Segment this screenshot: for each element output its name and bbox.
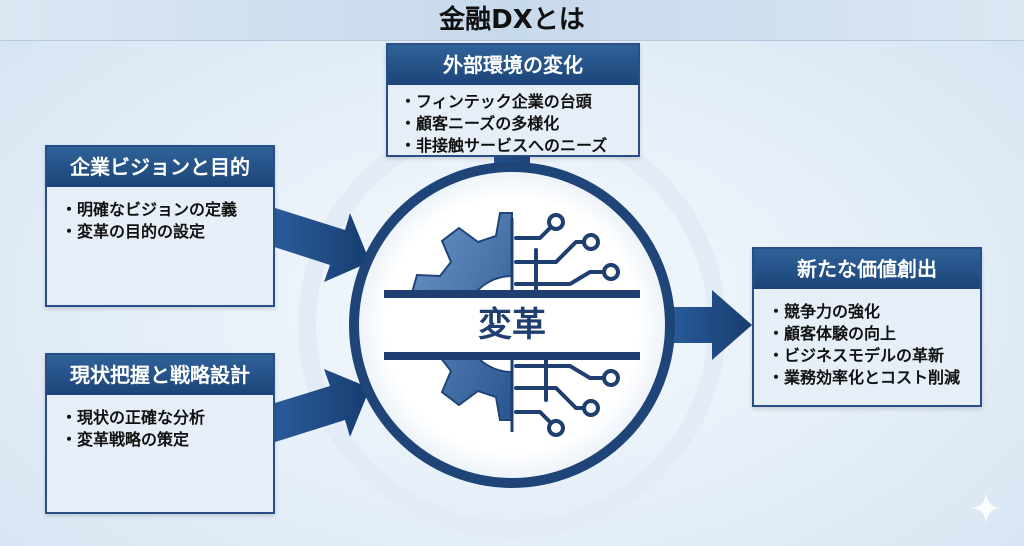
title-bar xyxy=(0,0,1024,41)
value-list: 競争力の強化 顧客体験の向上 ビジネスモデルの革新 業務効率化とコスト削減 xyxy=(754,289,980,397)
list-item: 非接触サービスへのニーズ xyxy=(400,135,630,157)
status-box: 現状把握と戦略設計 現状の正確な分析 変革戦略の策定 xyxy=(45,353,275,514)
list-item: 現状の正確な分析 xyxy=(61,407,263,429)
list-item: 顧客ニーズの多様化 xyxy=(400,113,630,135)
center-label: 変革 xyxy=(478,305,546,345)
list-item: 競争力の強化 xyxy=(768,301,970,323)
sparkle-icon xyxy=(970,492,1002,524)
list-item: フィンテック企業の台頭 xyxy=(400,91,630,113)
vision-box: 企業ビジョンと目的 明確なビジョンの定義 変革の目的の設定 xyxy=(45,145,275,307)
center-label-bg xyxy=(392,298,632,352)
list-item: 変革戦略の策定 xyxy=(61,429,263,451)
list-item: 変革の目的の設定 xyxy=(61,221,263,243)
list-item: 顧客体験の向上 xyxy=(768,323,970,345)
list-item: 明確なビジョンの定義 xyxy=(61,199,263,221)
value-box: 新たな価値創出 競争力の強化 顧客体験の向上 ビジネスモデルの革新 業務効率化と… xyxy=(752,247,982,407)
vision-heading: 企業ビジョンと目的 xyxy=(47,147,273,187)
list-item: 業務効率化とコスト削減 xyxy=(768,367,970,389)
arrow-vision xyxy=(262,207,370,282)
list-item: ビジネスモデルの革新 xyxy=(768,345,970,367)
center-bar-bottom xyxy=(384,352,640,360)
value-heading: 新たな価値創出 xyxy=(754,249,980,289)
vision-list: 明確なビジョンの定義 変革の目的の設定 xyxy=(47,187,273,251)
arrow-status xyxy=(262,369,370,443)
status-heading: 現状把握と戦略設計 xyxy=(47,355,273,395)
external-list: フィンテック企業の台頭 顧客ニーズの多様化 非接触サービスへのニーズ xyxy=(388,85,638,161)
external-heading: 外部環境の変化 xyxy=(388,45,638,85)
center-bar-top xyxy=(384,290,640,298)
status-list: 現状の正確な分析 変革戦略の策定 xyxy=(47,395,273,459)
page-title: 金融DXとは xyxy=(439,5,585,35)
arrow-value xyxy=(660,290,752,360)
external-box: 外部環境の変化 フィンテック企業の台頭 顧客ニーズの多様化 非接触サービスへのニ… xyxy=(386,43,640,157)
